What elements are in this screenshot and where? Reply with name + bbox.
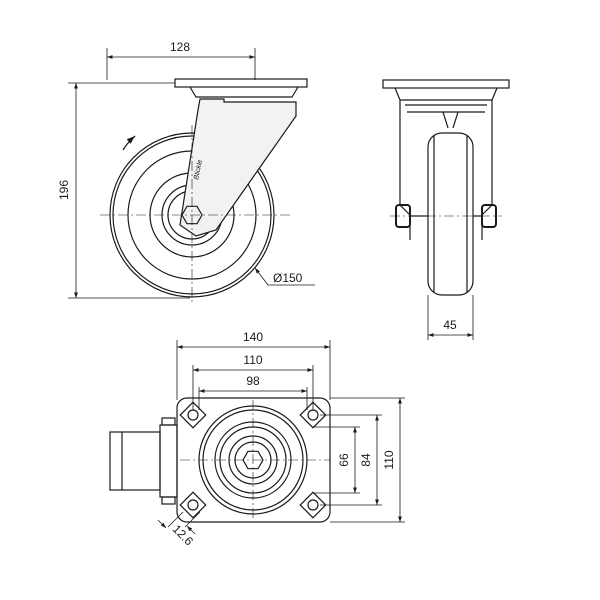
fork-left — [399, 100, 411, 240]
dimension-label: 45 — [443, 318, 457, 332]
swivel-bearing — [189, 86, 299, 98]
dimension-label: 12.6 — [170, 522, 197, 549]
dimension-110-vertical: 110 — [330, 397, 405, 523]
fork-right — [481, 100, 493, 240]
side-view: 128 196 Blickle — [57, 40, 315, 305]
front-top-plate — [382, 79, 510, 89]
mounting-slots — [179, 401, 327, 519]
top-view: 140 110 98 — [109, 330, 405, 549]
dimension-128: 128 — [106, 40, 256, 80]
front-swivel — [394, 87, 498, 101]
dimension-140: 140 — [176, 330, 331, 400]
dimension-66: 66 — [313, 426, 360, 494]
wheel-top — [109, 431, 161, 491]
dimension-45: 45 — [427, 295, 474, 340]
bolt-bottom — [161, 496, 176, 505]
dimension-label: 110 — [243, 353, 262, 367]
front-wheel — [427, 132, 474, 296]
dimension-label: 128 — [170, 40, 190, 54]
fork-leg — [179, 98, 297, 237]
dimension-label: 66 — [337, 453, 351, 467]
dimension-196: 196 — [57, 82, 190, 299]
rotation-arrow — [122, 135, 136, 151]
dimension-label: 98 — [246, 374, 260, 388]
brand-mark: Blickle — [193, 159, 204, 180]
top-plate — [174, 78, 308, 88]
dimension-diameter: Ø150 — [254, 267, 315, 286]
front-view: 45 — [382, 79, 510, 340]
dimension-label: 84 — [359, 453, 373, 467]
dimension-label: 140 — [243, 330, 263, 344]
dimension-label: Ø150 — [273, 271, 303, 285]
fork-top — [159, 424, 178, 498]
dimension-label: 110 — [382, 450, 396, 469]
bolt-top — [161, 417, 176, 426]
dimension-label: 196 — [57, 180, 71, 200]
dimension-84: 84 — [320, 414, 382, 506]
